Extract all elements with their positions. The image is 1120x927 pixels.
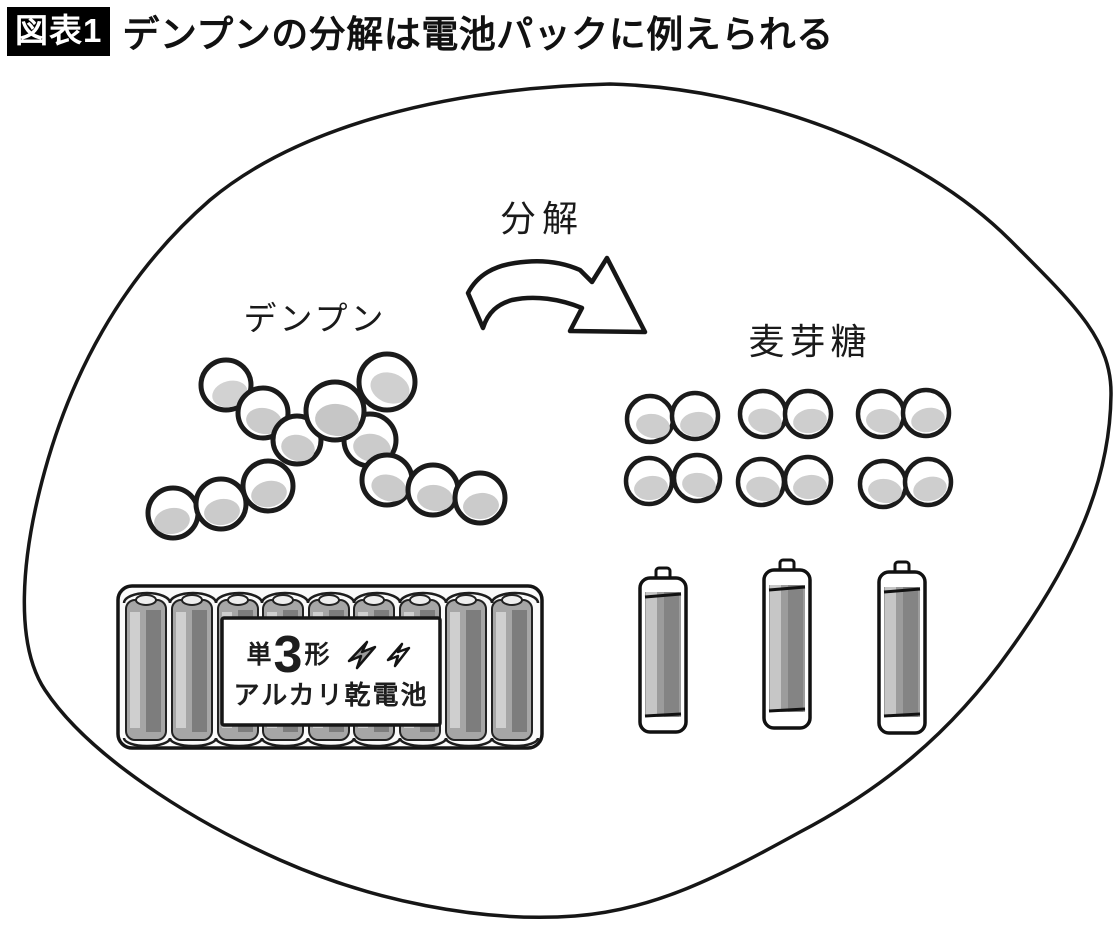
curved-right-arrow-icon <box>465 255 648 335</box>
aa-battery <box>877 560 927 735</box>
glucose-unit <box>240 458 296 514</box>
pack-battery <box>445 594 487 741</box>
wrap-scallop-top <box>122 591 540 604</box>
figure-title: デンプンの分解は電池パックに例えられる <box>122 14 834 55</box>
glucose-unit <box>359 452 415 508</box>
starch-label: デンプン <box>243 300 387 337</box>
battery-pack-label: 単 3 形 アルカリ乾電池 <box>222 618 440 725</box>
maltose-label: 麦芽糖 <box>748 321 872 362</box>
maltose-pair <box>624 390 721 445</box>
pack-size-suffix: 形 <box>304 640 330 669</box>
glucose-unit <box>452 470 508 526</box>
battery-pack <box>116 584 544 750</box>
pack-type-label: アルカリ乾電池 <box>233 680 429 711</box>
maltose-pair <box>735 454 834 508</box>
glucose-unit <box>193 476 249 532</box>
figure-header: 図表1 デンプンの分解は電池パックに例えられる <box>7 4 834 58</box>
pack-label-size-line: 単 3 形 <box>246 626 416 685</box>
starch-molecule <box>145 351 508 541</box>
aa-battery <box>762 558 812 730</box>
pack-label-box <box>220 616 442 727</box>
aa-battery <box>638 566 688 734</box>
figure-tag: 図表1 <box>7 6 111 56</box>
single-batteries <box>638 558 927 735</box>
pack-size-number: 3 <box>273 626 303 685</box>
pack-battery <box>491 594 533 741</box>
glucose-unit <box>303 379 367 443</box>
lightning-bolt-outline-icon <box>387 642 411 668</box>
maltose-pair <box>855 387 952 440</box>
lightning-bolts <box>345 639 415 671</box>
process-label: 分解 <box>499 198 584 239</box>
glucose-unit <box>145 485 201 541</box>
glucose-unit <box>405 462 461 518</box>
pack-battery <box>125 594 167 741</box>
maltose-pair <box>857 456 954 510</box>
pack-battery <box>171 594 213 741</box>
glucose-unit <box>356 351 418 413</box>
wrap-scallop-bottom <box>122 737 540 748</box>
maltose-group <box>623 387 954 510</box>
maltose-pair <box>737 388 834 440</box>
lightning-bolt-filled-icon <box>348 640 377 670</box>
pack-size-prefix: 単 <box>246 640 272 669</box>
maltose-pair <box>623 452 723 507</box>
